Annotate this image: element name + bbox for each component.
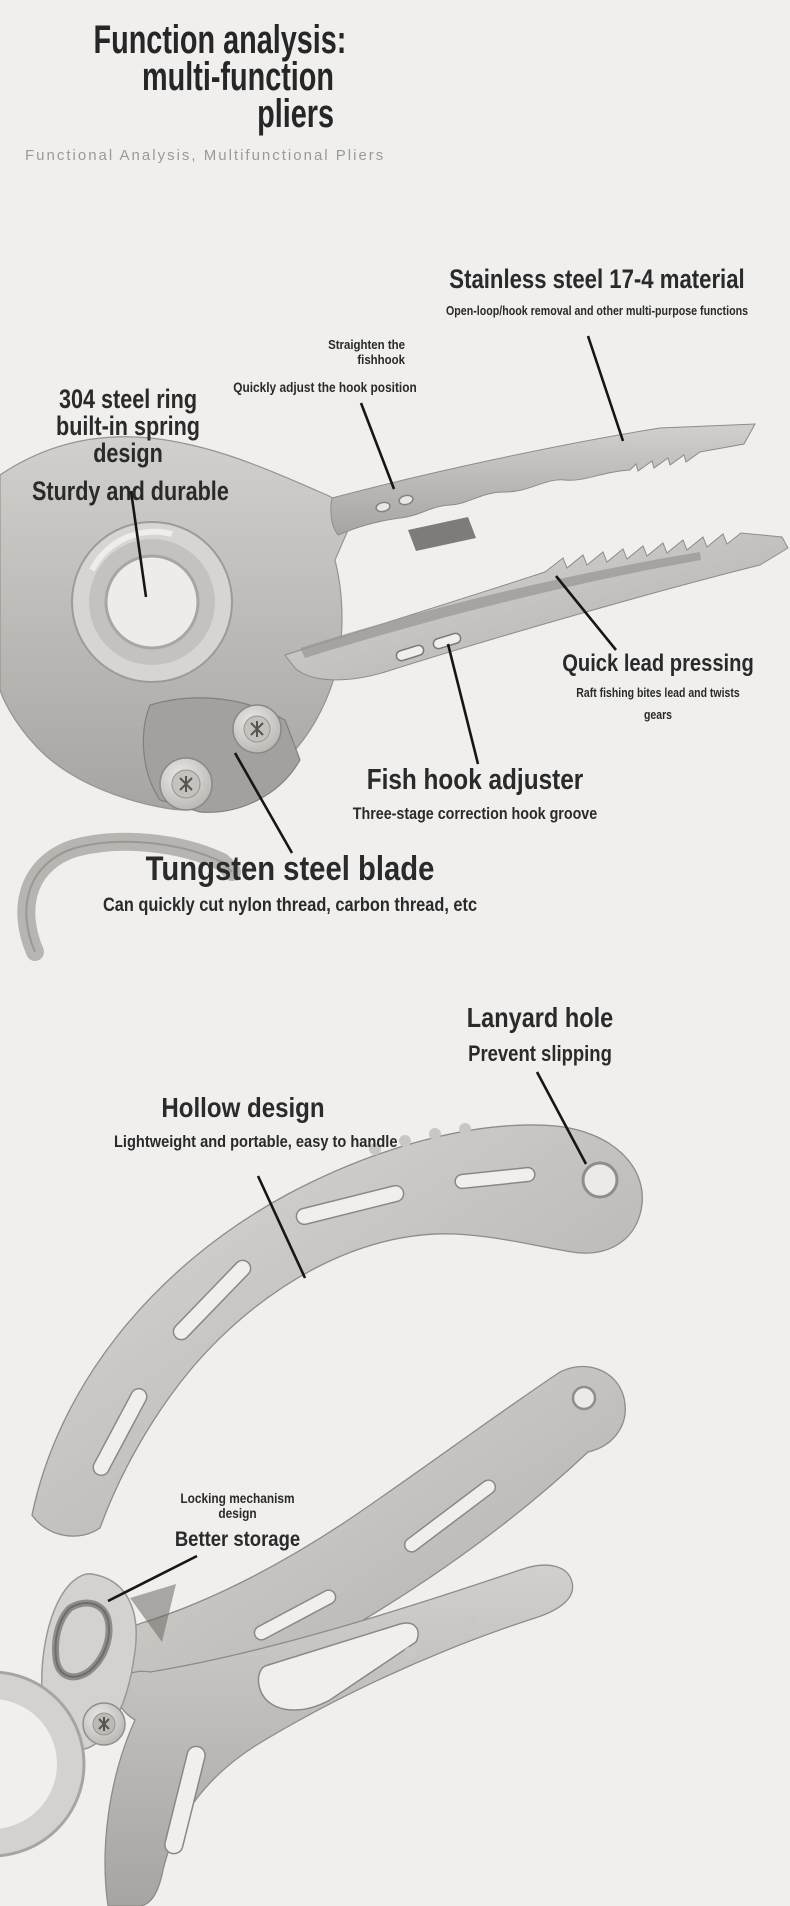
pliers-head-photo — [0, 423, 789, 961]
annotation-subtitle: Open-loop/hook removal and other multi-p… — [445, 303, 749, 318]
lock-lever-engraving-edge — [54, 1602, 110, 1678]
lock-shadow — [130, 1584, 176, 1642]
callout-line-lanyard — [535, 1071, 588, 1165]
callout-line-stainless — [586, 335, 625, 442]
adjust-hole — [398, 494, 414, 506]
page-title: Function analysis: multi-function pliers — [93, 18, 347, 136]
screw-icon — [232, 704, 282, 754]
grip-bump — [404, 1647, 416, 1659]
annotation-title: Tungsten steel blade — [145, 850, 435, 888]
annotation-title-line: 304 steel ring — [58, 384, 198, 414]
annotation-title-line: built-in spring — [56, 411, 200, 441]
upper-jaw — [330, 423, 756, 536]
hollow-slot — [172, 1259, 252, 1341]
grip-bump — [369, 1143, 381, 1155]
pivot-ring-arc-edge — [0, 1670, 86, 1858]
annotation-subtitle: Can quickly cut nylon thread, carbon thr… — [102, 895, 478, 916]
annotation-title: Hollow design — [161, 1092, 325, 1123]
callout-line-hollow — [256, 1175, 307, 1279]
callout-line-tungsten — [233, 752, 294, 854]
split-ring-hook-edge — [25, 840, 233, 953]
callout-lines — [107, 335, 625, 1603]
hollow-triangle — [257, 1622, 419, 1711]
lower-jaw — [284, 532, 789, 681]
annotation-title-line: Locking mechanism — [180, 1491, 295, 1506]
page-title-line: pliers — [257, 92, 334, 136]
annotation-title: Quick lead pressing — [562, 650, 754, 677]
lanyard-hole-shape — [581, 1161, 619, 1199]
hollow-slot — [92, 1387, 148, 1477]
annotation-subtitle: Sturdy and durable — [32, 476, 229, 506]
annotation-title: Fish hook adjuster — [366, 764, 584, 796]
annotation-title: Lanyard hole — [466, 1002, 614, 1033]
annotation-subtitle: Three-stage correction hook groove — [352, 804, 598, 823]
hollow-slot — [164, 1745, 206, 1855]
annotation-title-line: fishhook — [357, 352, 405, 367]
adjust-hole — [375, 501, 391, 513]
annotation-steel-ring: 304 steel ring built-in spring design St… — [32, 384, 229, 507]
annotation-tungsten-blade: Tungsten steel blade Can quickly cut nyl… — [92, 850, 488, 917]
annotation-title-line: Straighten the — [328, 337, 405, 352]
annotation-hollow-design: Hollow design Lightweight and portable, … — [114, 1092, 398, 1152]
grip-bump — [464, 1615, 476, 1627]
annotation-subtitle-line: gears — [643, 708, 673, 722]
grip-bump — [434, 1631, 446, 1643]
annotation-subtitle: Better storage — [174, 1528, 301, 1551]
annotation-subtitle: Quickly adjust the hook position — [233, 380, 417, 395]
annotation-subtitle: Prevent slipping — [468, 1041, 612, 1066]
hook-groove-slot — [395, 644, 425, 662]
screw-icon — [82, 1702, 126, 1746]
steel-ring-shape — [71, 521, 233, 683]
annotation-straighten-fishhook: Straighten the fishhook — [229, 337, 405, 367]
grip-pad — [408, 517, 476, 551]
hollow-slot — [403, 1479, 497, 1553]
hollow-slot — [295, 1184, 405, 1226]
screw-icon — [159, 757, 213, 811]
callout-line-fish-hook — [446, 643, 480, 765]
annotation-title: Stainless steel 17-4 material — [449, 264, 745, 294]
grip-bump — [399, 1135, 411, 1147]
annotation-locking-mechanism: Locking mechanism design Better storage — [143, 1491, 332, 1552]
page-title-line: multi-function — [142, 55, 334, 99]
callout-line-quick-lead — [554, 575, 618, 651]
hollow-slot — [454, 1166, 536, 1190]
callout-line-locking — [107, 1554, 198, 1603]
annotation-subtitle-line: Raft fishing bites lead and twists — [576, 686, 740, 700]
grip-bump — [459, 1123, 471, 1135]
annotation-title-line: design — [93, 438, 163, 468]
annotation-lanyard-hole: Lanyard hole Prevent slipping — [414, 1002, 666, 1067]
handle-fork — [104, 1564, 574, 1906]
annotation-subtitle: Lightweight and portable, easy to handle — [114, 1132, 398, 1151]
annotation-title-line: design — [218, 1506, 257, 1521]
lower-jaw-groove — [300, 552, 701, 658]
hollow-slot — [253, 1589, 337, 1641]
annotation-quick-lead: Quick lead pressing Raft fishing bites l… — [532, 650, 784, 722]
handle-tip-hole — [571, 1385, 597, 1411]
handle-upper — [31, 1124, 643, 1537]
annotation-straighten-fishhook-sub: Quickly adjust the hook position — [189, 380, 462, 395]
page-subtitle: Functional Analysis, Multifunctional Pli… — [25, 147, 386, 164]
callout-line-steel-ring — [129, 490, 148, 598]
callout-line-straighten — [359, 402, 396, 490]
annotation-fish-hook-adjuster: Fish hook adjuster Three-stage correctio… — [332, 764, 618, 824]
page-title-line: Function analysis: — [93, 18, 347, 62]
pliers-handles-photo — [0, 1123, 643, 1906]
pivot-ring-arc — [0, 1673, 83, 1855]
annotation-stainless-steel: Stainless steel 17-4 material Open-loop/… — [435, 264, 758, 318]
grip-bump — [429, 1128, 441, 1140]
